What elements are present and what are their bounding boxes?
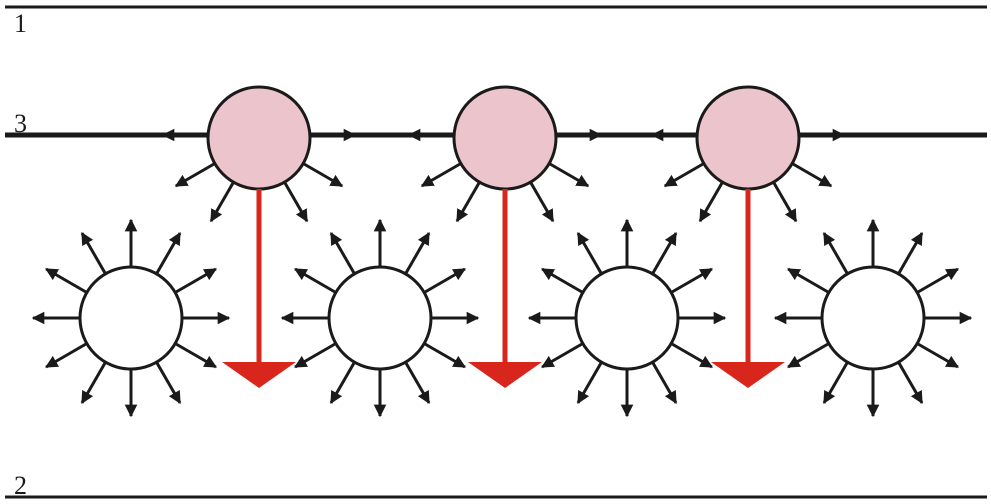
radial-arrow [80,361,107,404]
label-line-1: 1 [14,9,27,38]
radial-arrow [404,361,431,404]
radial-arrow [822,232,849,275]
radial-arrow [897,232,924,275]
radial-arrow [174,342,217,369]
white-particle [773,218,973,418]
white-circle [327,265,433,371]
radial-arrow [670,267,713,294]
radial-arrow [916,342,959,369]
white-circle-groups [31,218,973,418]
fan-arrow [302,162,344,188]
pink-circle [206,85,312,191]
radial-arrow [294,267,337,294]
radial-arrow [45,342,88,369]
radial-arrow [423,267,466,294]
red-arrow-head [711,362,785,388]
white-circle [574,265,680,371]
white-circle [78,265,184,371]
pink-particle [407,85,603,223]
radial-arrow [174,267,217,294]
fan-arrow [283,181,309,223]
fan-arrow [455,181,481,223]
pink-particle [161,85,357,223]
radial-arrow [155,232,182,275]
radial-arrow [787,342,830,369]
red-arrow [711,189,785,388]
radial-arrow [787,267,830,294]
radial-arrow [822,361,849,404]
radial-arrow [294,342,337,369]
radial-arrow [423,342,466,369]
radial-arrow [670,342,713,369]
fan-arrow [209,181,235,223]
radial-arrow [916,267,959,294]
fan-arrow [174,162,216,188]
radial-arrow [404,232,431,275]
radial-arrow [576,361,603,404]
pink-circle-groups [161,85,846,223]
red-arrow [468,189,542,388]
fan-arrow [420,162,462,188]
fan-arrow [698,181,724,223]
red-arrow-head [222,362,296,388]
white-circle [820,265,926,371]
radial-arrow [45,267,88,294]
radial-arrow [576,232,603,275]
white-particle [280,218,480,418]
radial-arrow [329,361,356,404]
label-line-2: 2 [14,471,27,500]
radial-arrow [80,232,107,275]
radial-arrow [541,267,584,294]
fan-arrow [772,181,798,223]
radial-arrow [155,361,182,404]
fan-arrow [529,181,555,223]
red-arrow [222,189,296,388]
white-particle [527,218,727,418]
red-arrow-head [468,362,542,388]
radial-arrow [541,342,584,369]
radial-arrow [329,232,356,275]
red-arrow-group [222,189,785,388]
white-particle [31,218,231,418]
label-line-3: 3 [14,109,27,138]
pink-circle [452,85,558,191]
radial-arrow [651,361,678,404]
fan-arrow [663,162,705,188]
radial-arrow [651,232,678,275]
radial-arrow [897,361,924,404]
pink-circle [695,85,801,191]
fan-arrow [548,162,590,188]
fan-arrow [791,162,833,188]
